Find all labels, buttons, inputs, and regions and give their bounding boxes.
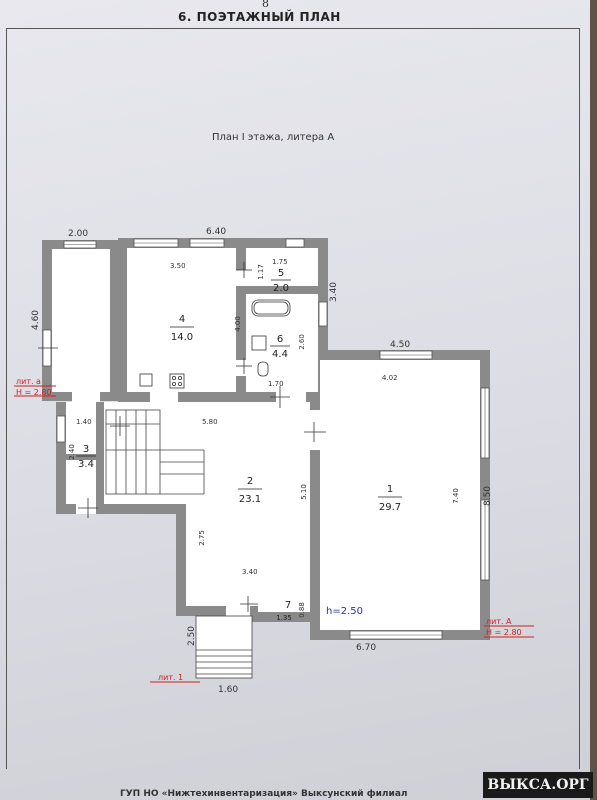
dim-2-50: 2.50	[187, 626, 197, 646]
room-7-area: 1.35	[276, 614, 292, 622]
dim-6-70: 6.70	[356, 643, 376, 653]
dim-4-00: 4.00	[234, 316, 242, 332]
dim-1-75: 1.75	[272, 258, 288, 266]
dim-4-50: 4.50	[390, 340, 410, 350]
dim-2-75: 2.75	[198, 530, 206, 546]
dim-5-80: 5.80	[202, 418, 218, 426]
room-5-number: 5	[278, 268, 284, 279]
dim-4-02: 4.02	[382, 374, 398, 382]
dim-3-40-bottom: 3.40	[242, 568, 258, 576]
lit-a-right-label: лит. А	[486, 617, 512, 626]
porch-steps	[195, 615, 253, 679]
dim-2-00: 2.00	[68, 229, 88, 239]
room-2-area: 23.1	[239, 494, 261, 505]
fixtures	[139, 299, 291, 389]
dim-1-17: 1.17	[257, 264, 265, 280]
dim-5-10: 5.10	[300, 484, 308, 500]
staircase	[105, 409, 205, 495]
dim-1-40: 1.40	[76, 418, 92, 426]
room-1-area: 29.7	[379, 502, 401, 513]
dim-1-60: 1.60	[218, 685, 238, 695]
dim-7-40: 7.40	[452, 488, 460, 504]
room-7-number: 7	[285, 600, 291, 611]
dim-2-40: 2.40	[68, 444, 76, 460]
room-6-number: 6	[277, 334, 283, 345]
dim-6-40: 6.40	[206, 227, 226, 237]
height-label: h=2.50	[326, 606, 363, 617]
sheet-title: 6. ПОЭТАЖНЫЙ ПЛАН	[178, 10, 341, 24]
room-4-number: 4	[179, 314, 185, 325]
dim-2-60: 2.60	[298, 334, 306, 350]
room-5-area: 2.0	[273, 283, 289, 294]
lit-a-left-label: лит. а	[16, 377, 41, 386]
page-number: 8	[262, 0, 269, 10]
dim-3-50: 3.50	[170, 262, 186, 270]
room-4-area: 14.0	[171, 332, 193, 343]
height-right-label: H = 2.80	[486, 628, 522, 637]
dim-3-40-right: 3.40	[329, 282, 339, 302]
height-left-label: H = 2.80	[16, 388, 52, 397]
footer-text: ГУП НО «Нижтехинвентаризация» Выксунский…	[120, 789, 408, 799]
room-1-number: 1	[387, 484, 393, 495]
plan-title: План I этажа, литера А	[212, 132, 335, 143]
room-6-area: 4.4	[272, 349, 288, 360]
dim-0-88: 0.88	[298, 602, 306, 618]
room-2-number: 2	[247, 476, 253, 487]
room-3-area: 3.4	[78, 459, 94, 470]
room-3-number: 3	[83, 444, 89, 455]
lit-1-label: лит. 1	[158, 673, 183, 682]
dim-1-70: 1.70	[268, 380, 284, 388]
page-frame	[6, 28, 580, 769]
dim-8-50: 8.50	[483, 486, 493, 506]
dim-4-60: 4.60	[31, 310, 41, 330]
watermark-logo: ВЫКСА.ОРГ	[483, 772, 593, 798]
